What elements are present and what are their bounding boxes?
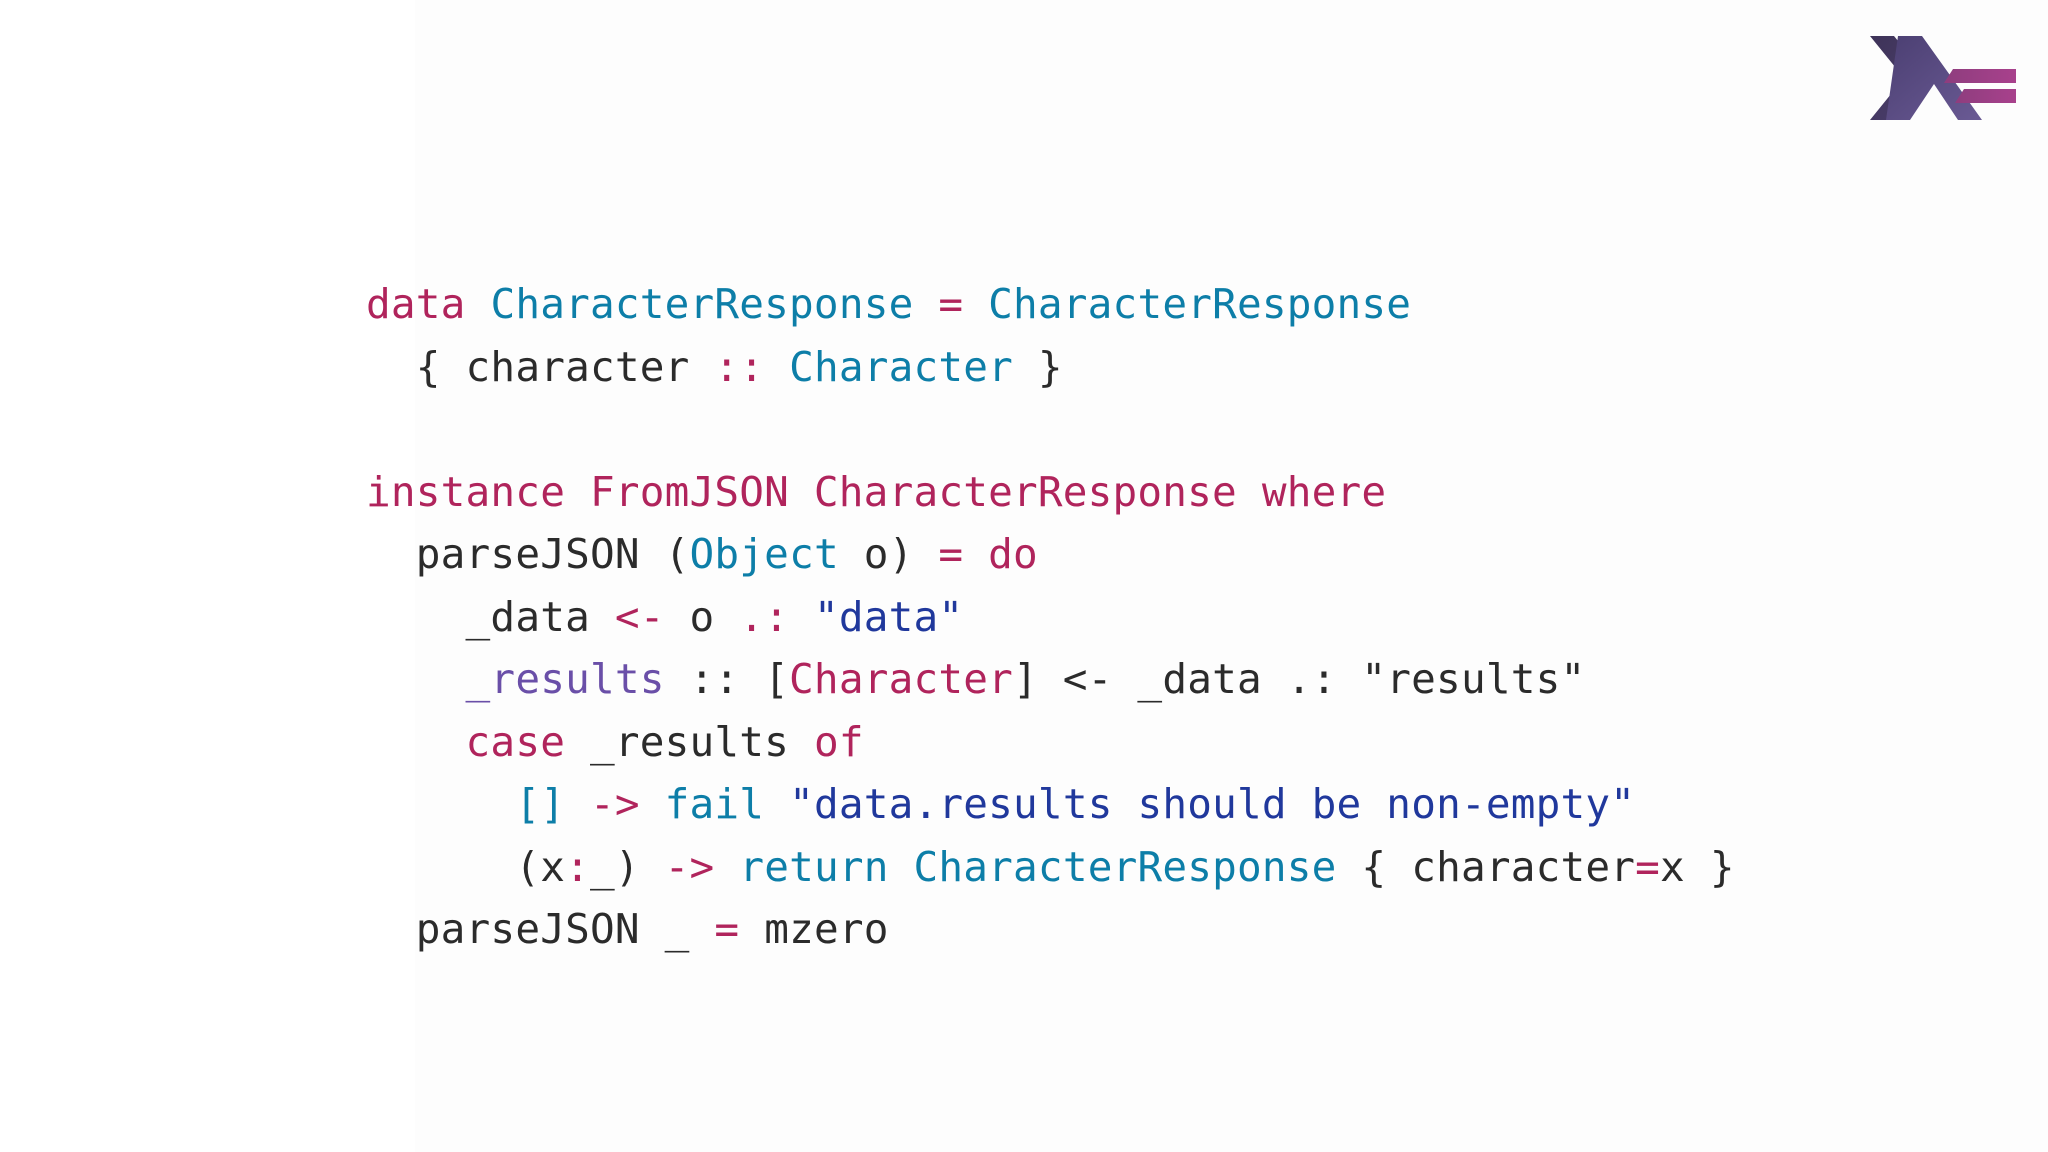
haskell-logo-icon — [1870, 36, 2016, 120]
code-token-var — [690, 343, 715, 391]
code-token-punct: o) — [838, 530, 914, 578]
code-token-str: "data" — [813, 592, 964, 641]
code-token-kw: data — [366, 280, 466, 328]
code-token-kw: instance FromJSON CharacterResponse wher… — [366, 467, 1387, 516]
code-token-var — [565, 718, 590, 766]
code-token-punct: _) — [589, 842, 640, 891]
code-line — [366, 398, 1735, 461]
code-token-fn: return — [739, 842, 889, 891]
code-token-var — [889, 843, 914, 891]
code-token-op: .: — [739, 592, 790, 641]
code-line: data CharacterResponse = CharacterRespon… — [366, 273, 1735, 336]
content-panel — [415, 0, 2048, 1152]
code-token-punct: } — [1013, 342, 1063, 391]
code-token-var — [963, 280, 988, 328]
code-token-punct: x } — [1660, 842, 1735, 891]
code-token-type: CharacterResponse — [913, 842, 1337, 891]
code-token-punct: "results" — [1361, 655, 1586, 703]
code-token-op: -> — [589, 780, 640, 828]
code-token-var: parseJSON — [415, 905, 640, 953]
code-line: case _results of — [366, 711, 1735, 774]
code-token-var: _ — [639, 905, 715, 953]
code-token-var — [789, 593, 814, 641]
code-line: instance FromJSON CharacterResponse wher… — [366, 461, 1735, 524]
code-token-punct: ( — [639, 530, 690, 578]
code-token-var — [366, 655, 466, 703]
code-token-punct: :: [ — [664, 655, 790, 703]
code-line: { character :: Character } — [366, 336, 1735, 399]
code-token-var — [366, 593, 466, 641]
code-token-var — [366, 530, 416, 578]
code-token-var — [963, 530, 988, 578]
code-token-var — [366, 905, 416, 953]
code-token-var — [764, 780, 789, 828]
code-token-var: character — [465, 342, 690, 391]
code-token-var: parseJSON — [415, 530, 640, 578]
code-token-var — [466, 280, 491, 328]
code-token-varhl: _results — [465, 655, 665, 703]
code-token-var — [366, 780, 515, 828]
code-token-type: Character — [789, 342, 1014, 391]
code-line: _data <- o .: "data" — [366, 586, 1735, 649]
code-token-var — [764, 343, 789, 391]
code-token-var: mzero — [764, 905, 889, 953]
code-line: parseJSON (Object o) = do — [366, 523, 1735, 586]
code-token-punct: ] <- _data .: — [1013, 655, 1362, 703]
code-token-op: <- — [614, 592, 665, 641]
code-line: (x:_) -> return CharacterResponse { char… — [366, 836, 1735, 899]
code-token-kw: do — [988, 530, 1038, 578]
code-token-var — [640, 843, 665, 891]
code-block: data CharacterResponse = CharacterRespon… — [366, 273, 1735, 961]
code-token-var — [590, 593, 615, 641]
code-token-fn: fail — [664, 780, 765, 828]
code-token-op: = — [938, 280, 964, 328]
haskell-logo — [1870, 28, 2020, 128]
code-token-str: "data.results should be non-empty" — [789, 780, 1636, 828]
code-token-kw: of — [813, 717, 864, 766]
code-token-op: -> — [664, 842, 715, 891]
code-token-var: _data — [465, 592, 590, 641]
code-token-var — [714, 843, 739, 891]
code-line: _results :: [Character] <- _data .: "res… — [366, 648, 1735, 711]
code-token-var — [739, 905, 764, 953]
code-token-op: : — [565, 842, 590, 891]
code-token-type: Object — [689, 530, 839, 578]
code-line: [] -> fail "data.results should be non-e… — [366, 773, 1735, 836]
code-line: parseJSON _ = mzero — [366, 898, 1735, 961]
code-token-kw: case — [465, 717, 566, 766]
code-token-var — [789, 718, 814, 766]
code-token-var — [914, 530, 939, 578]
code-token-op: :: — [714, 342, 765, 391]
code-token-var — [565, 780, 590, 828]
code-token-op: = — [1635, 842, 1661, 891]
code-token-type2: Character — [789, 655, 1014, 703]
code-token-type: CharacterResponse — [490, 280, 914, 328]
code-token-punct: { character — [1336, 842, 1636, 891]
code-token-var — [640, 780, 665, 828]
code-token-var — [913, 280, 938, 328]
code-token-var: o — [664, 592, 740, 641]
code-token-punct: { — [366, 342, 466, 391]
code-token-var: _results — [589, 717, 790, 766]
code-token-op: = — [938, 530, 964, 578]
code-token-brkt: [] — [515, 780, 566, 828]
code-token-type: CharacterResponse — [988, 280, 1412, 328]
code-token-var — [366, 718, 466, 766]
code-token-punct: (x — [366, 842, 566, 891]
code-token-op: = — [714, 905, 740, 953]
